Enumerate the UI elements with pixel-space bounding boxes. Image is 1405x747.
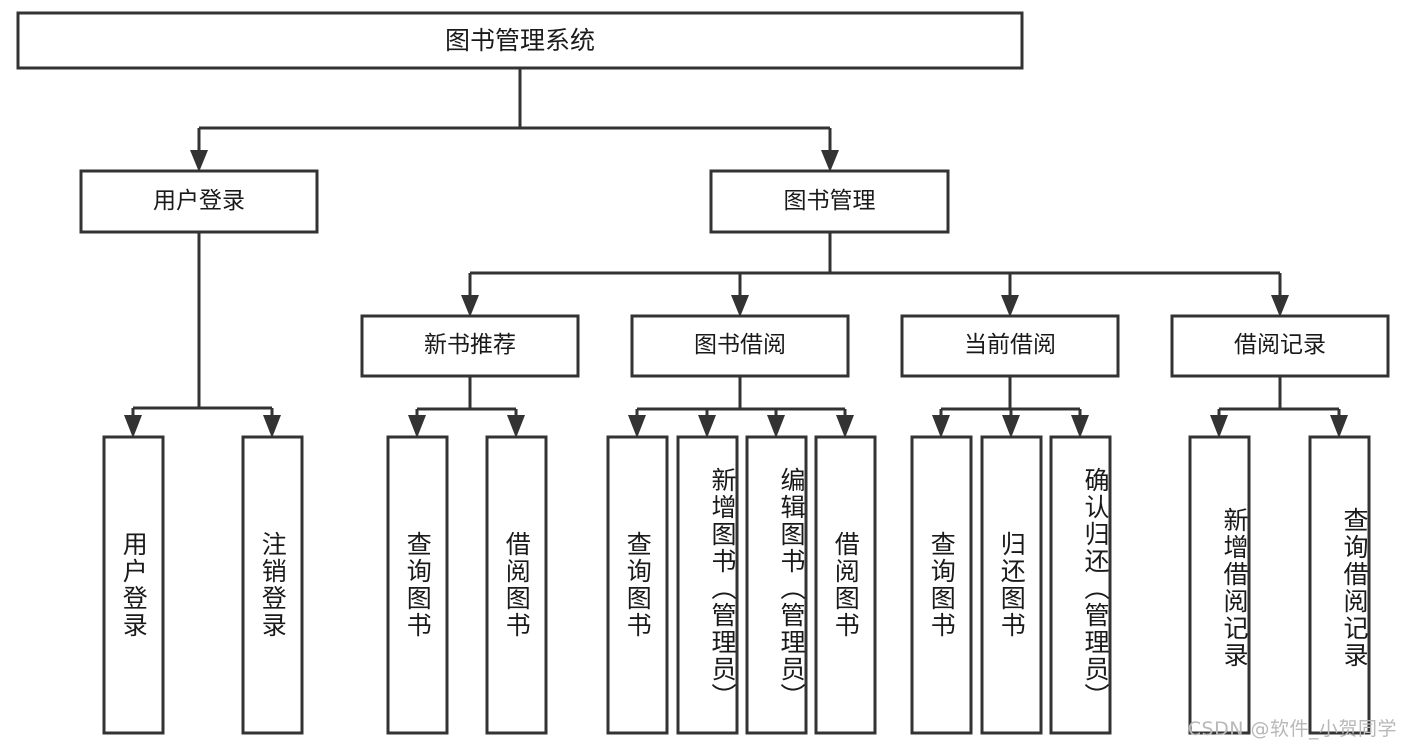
node-box-leaf-confirm-return[interactable] [1049, 435, 1112, 735]
node-box-leaf-query-book-1[interactable] [386, 435, 449, 735]
node-box-leaf-add-record[interactable] [1188, 435, 1251, 735]
node-box-leaf-user-login[interactable] [102, 435, 165, 735]
node-box-leaf-query-book-2[interactable] [606, 435, 669, 735]
node-box-root[interactable] [16, 11, 1024, 70]
connector-root-to-level2 [190, 68, 839, 172]
node-box-borrow-record[interactable] [1170, 314, 1390, 378]
node-box-book-management[interactable] [709, 169, 950, 234]
node-box-current-borrow[interactable] [900, 314, 1120, 378]
node-box-leaf-return-book[interactable] [980, 435, 1043, 735]
node-box-leaf-user-logout[interactable] [241, 435, 304, 735]
connector-new-book-recommend-to-leaves [408, 376, 525, 438]
node-box-leaf-add-book[interactable] [676, 435, 739, 735]
node-box-leaf-query-record[interactable] [1308, 435, 1371, 735]
node-box-leaf-edit-book[interactable] [745, 435, 808, 735]
node-box-leaf-query-book-3[interactable] [910, 435, 973, 735]
node-box-user-login[interactable] [79, 169, 319, 234]
connector-current-borrow-to-leaves [932, 376, 1089, 438]
watermark-text: CSDN @软件_小贺同学 [1187, 718, 1397, 740]
node-box-leaf-borrow-book-1[interactable] [485, 435, 548, 735]
connector-book-management-to-level3 [461, 232, 1289, 317]
connector-user-login-to-leaves [124, 232, 281, 438]
connector-borrow-record-to-leaves [1210, 376, 1348, 438]
connector-book-borrow-to-leaves [628, 376, 854, 438]
node-box-new-book-recommend[interactable] [360, 314, 580, 378]
node-box-book-borrow[interactable] [630, 314, 850, 378]
node-box-leaf-borrow-book-2[interactable] [814, 435, 877, 735]
